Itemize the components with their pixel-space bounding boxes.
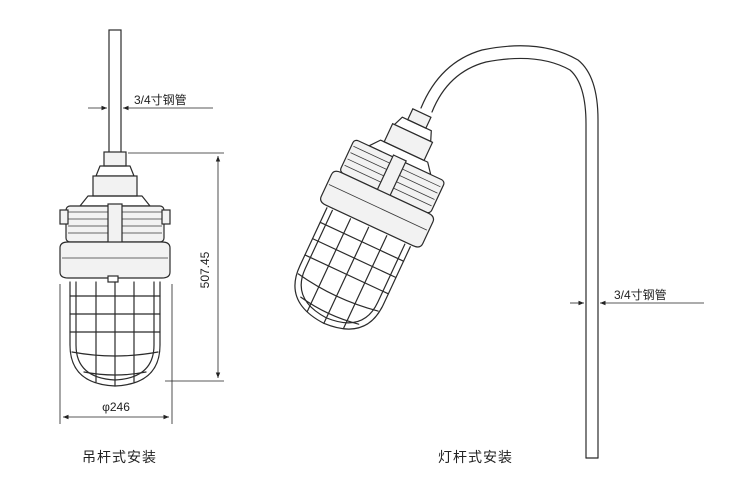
pendant-body [59,241,171,283]
pendant-coupling [79,151,151,207]
pole-caption: 灯杆式安装 [438,449,513,465]
pole-pipe-label: 3/4寸钢管 [614,287,667,302]
pendant-pipe-label: 3/4寸钢管 [134,92,187,107]
tilted-body [319,170,435,248]
width-label: φ246 [102,400,130,414]
width-dimension: φ246 [59,284,173,424]
tilted-guard-cage [294,207,411,330]
tilted-heatsink [340,139,445,214]
pendant-guard-cage [69,281,161,387]
tilted-lamp [294,108,445,330]
pole-pipe [420,45,599,459]
pendant-pipe-dimension: 3/4寸钢管 [88,92,213,111]
height-label: 507.45 [198,251,212,288]
height-dimension: 507.45 [128,152,224,382]
pendant-pipe [108,29,122,156]
pendant-mount-view: 3/4寸钢管 507.45 φ246 吊杆式安装 [59,29,224,465]
pole-pipe-dimension: 3/4寸钢管 [570,287,704,306]
pole-mount-view: 3/4寸钢管 灯杆式安装 [294,45,704,465]
pendant-heatsink [59,203,171,245]
pendant-caption: 吊杆式安装 [82,449,157,465]
